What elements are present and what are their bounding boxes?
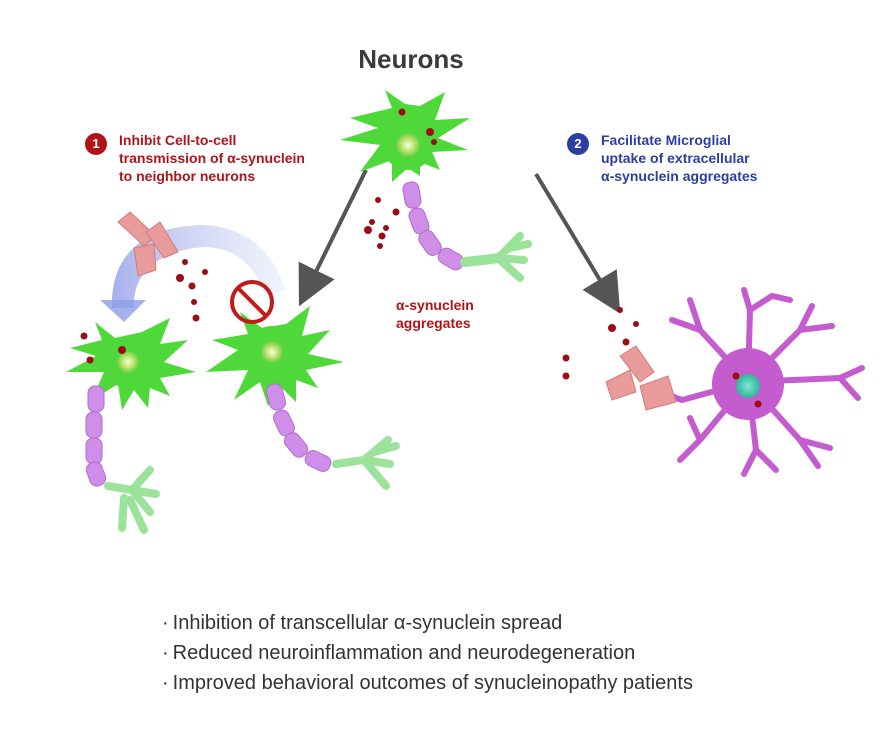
antibody-icon	[605, 345, 677, 411]
strategy-2-label: Facilitate Microglial uptake of extracel…	[601, 131, 757, 185]
strategy-1-line-3: to neighbor neurons	[119, 168, 256, 184]
prohibited-icon	[230, 280, 274, 324]
strategy-2-line-1: Facilitate Microglial	[601, 132, 731, 148]
aggregates-label: α-synuclein aggregates	[396, 296, 474, 332]
neuron-icon	[206, 306, 400, 490]
outcome-item: Improved behavioral outcomes of synuclei…	[162, 668, 693, 698]
microglia-body	[712, 348, 784, 420]
strategy-2-line-3: α-synuclein aggregates	[601, 168, 758, 184]
strategy-1-badge: 1	[85, 133, 107, 155]
strategy-1-label: Inhibit Cell-to-cell transmission of α-s…	[119, 131, 305, 185]
outcome-item: Reduced neuroinflammation and neurodegen…	[162, 638, 693, 668]
strategy-1-line-1: Inhibit Cell-to-cell	[119, 132, 237, 148]
aggregates-label-line-2: aggregates	[396, 315, 471, 331]
aggregate-clusters	[80, 108, 762, 408]
strategy-2-badge: 2	[567, 133, 589, 155]
arrow-to-microglia	[534, 172, 621, 314]
aggregates-label-line-1: α-synuclein	[396, 297, 474, 313]
microglia-icon	[657, 287, 865, 477]
strategy-2-line-2: uptake of extracellular	[601, 150, 750, 166]
neuron-icon	[66, 318, 196, 534]
arrow-to-neighbor	[298, 169, 368, 307]
outcomes-list: Inhibition of transcellular α-synuclein …	[162, 608, 693, 698]
transmission-arc-tip	[100, 300, 146, 322]
neuron-icon	[340, 90, 532, 282]
antibody-icon	[117, 211, 179, 277]
strategy-1-line-2: transmission of α-synuclein	[119, 150, 305, 166]
outcome-item: Inhibition of transcellular α-synuclein …	[162, 608, 693, 638]
diagram-title: Neurons	[358, 44, 464, 74]
